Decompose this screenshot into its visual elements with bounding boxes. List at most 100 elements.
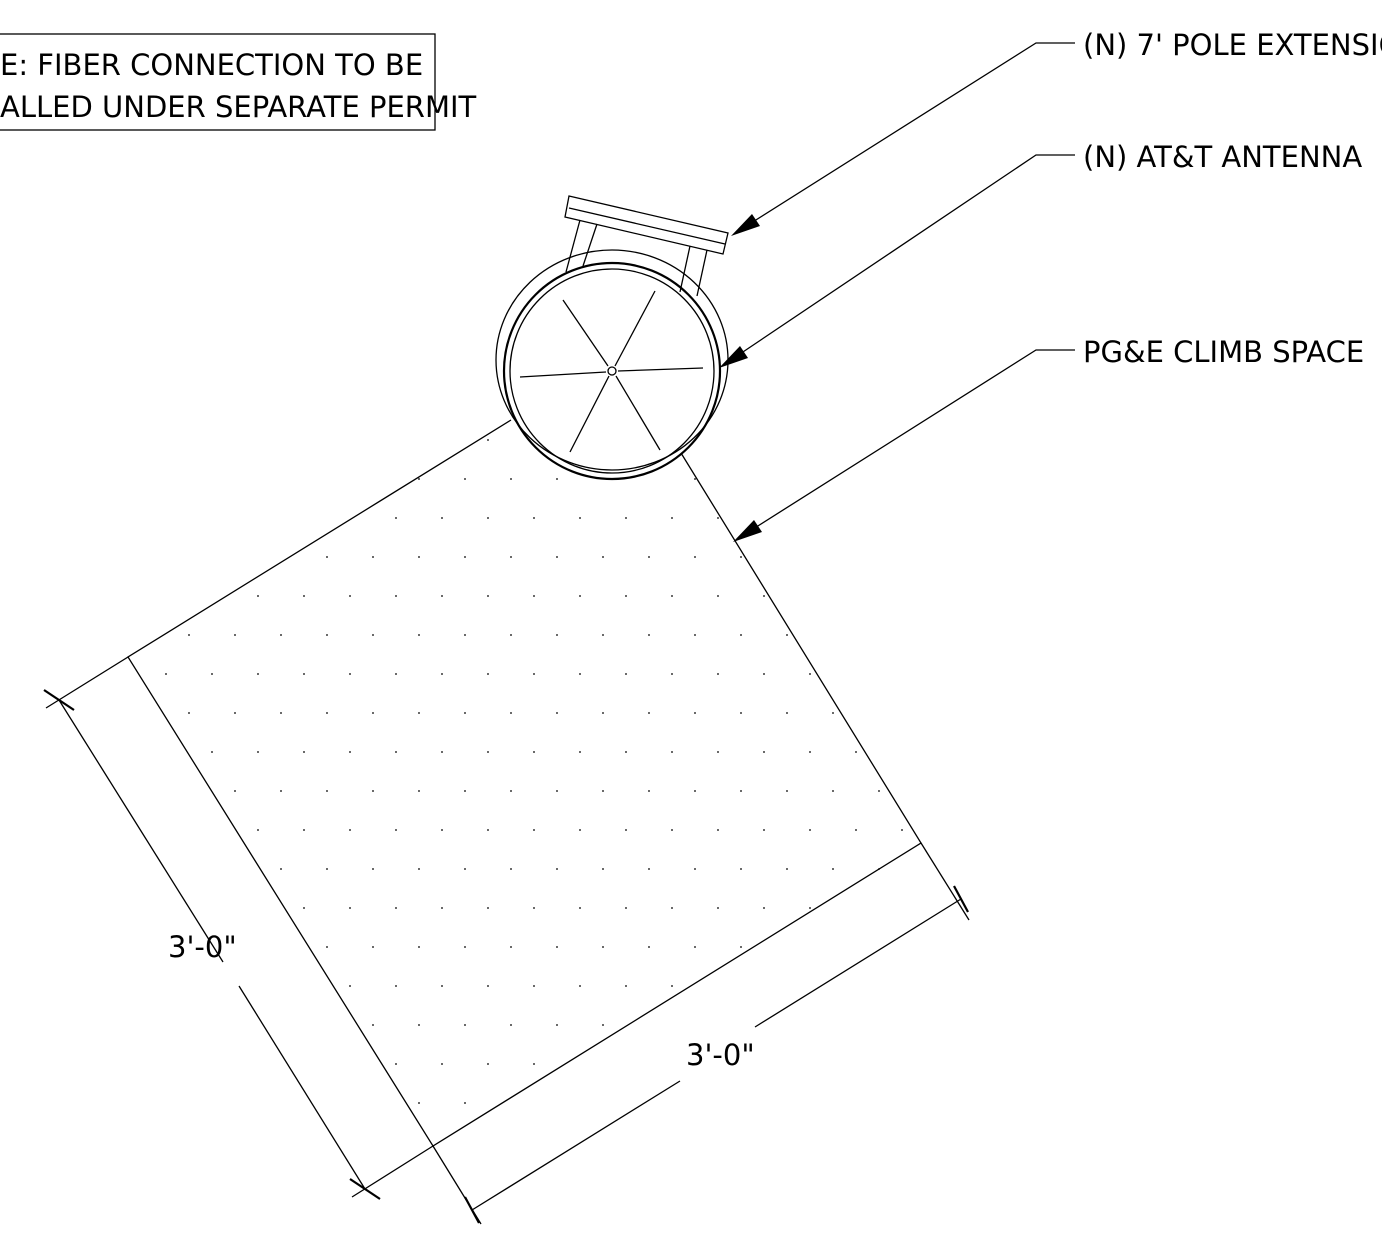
stipple-dot [303,829,305,831]
stipple-dot [694,790,696,792]
stipple-dot [395,751,397,753]
stipple-dot [832,790,834,792]
pole-extension [564,195,729,297]
stipple-dot [533,517,535,519]
stipple-dot [303,673,305,675]
stipple-dot [717,907,719,909]
stipple-dot [326,868,328,870]
dimension-bottom: 3'-0" [432,842,970,1225]
note-line-1: E: FIBER CONNECTION TO BE [0,48,423,82]
stipple-dot [395,907,397,909]
stipple-dot [694,634,696,636]
stipple-dot [786,868,788,870]
stipple-dot [556,556,558,558]
stipple-dot [671,595,673,597]
stipple-dot [556,478,558,480]
antenna-hub [607,366,617,376]
stipple-dot [487,439,489,441]
stipple-dot [487,595,489,597]
stipple-dot [349,595,351,597]
stipple-dot [809,751,811,753]
stipple-dot [625,595,627,597]
antenna-back-ring [495,249,729,471]
dimension-label-bottom: 3'-0" [686,1038,755,1072]
extension-line [920,842,970,921]
callout-antenna: (N) AT&T ANTENNA [1083,140,1362,174]
stipple-dot [786,712,788,714]
note-box [0,33,436,131]
stipple-dot [763,829,765,831]
stipple-dot [487,517,489,519]
stipple-dot [372,946,374,948]
antenna-spoke [519,371,607,378]
stipple-dot [740,868,742,870]
callout-climb-space: PG&E CLIMB SPACE [1083,335,1364,369]
stipple-dot [671,673,673,675]
dimension-label-left: 3'-0" [168,930,237,964]
stipple-dot [579,829,581,831]
stipple-dot [349,907,351,909]
stipple-dot [602,634,604,636]
stipple-dot [510,556,512,558]
stipple-dot [671,985,673,987]
stipple-dot [441,1063,443,1065]
stipple-dot [855,751,857,753]
stipple-dot [464,478,466,480]
stipple-dot [441,673,443,675]
stipple-dot [763,907,765,909]
stipple-dot [878,868,880,870]
stipple-dot [487,907,489,909]
callout-pole-extension: (N) 7' POLE EXTENSION [1083,28,1382,62]
stipple-dot [602,790,604,792]
stipple-dot [694,946,696,948]
climb-space-area [127,419,922,1147]
stipple-dot [326,790,328,792]
stipple-dot [602,556,604,558]
stipple-dot [372,1024,374,1026]
stipple-dot [441,517,443,519]
stipple-dot [188,634,190,636]
arrowhead [731,214,760,236]
arrowhead [733,520,762,542]
stipple-dot [832,712,834,714]
stipple-dot [671,751,673,753]
stipple-dot [395,985,397,987]
stipple-dot [372,868,374,870]
stipple-dot [349,985,351,987]
stipple-dot [809,829,811,831]
stipple-dot [349,829,351,831]
stipple-dot [717,595,719,597]
stipple-dot [510,712,512,714]
stipple-dot [464,634,466,636]
stipple-dot [326,556,328,558]
stipple-dot [855,829,857,831]
leader-climb-space [733,349,1075,542]
stipple-dot [625,673,627,675]
stipple-dot [579,517,581,519]
stipple-dot [786,634,788,636]
stipple-dot [487,751,489,753]
tick-mark [349,1178,381,1200]
stipple-dot [717,673,719,675]
stipple-dot [694,712,696,714]
stipple-dot [533,751,535,753]
stipple-dot [372,556,374,558]
stipple-dot [349,751,351,753]
stipple-dot [533,985,535,987]
pole-extension-plate [564,195,729,255]
stipple-dot [441,751,443,753]
stipple-dot [372,712,374,714]
stipple-dot [579,673,581,675]
leader-antenna [719,154,1075,368]
stipple-dot [671,829,673,831]
stipple-dot [464,1024,466,1026]
stipple-dot [694,556,696,558]
stipple-dot [579,985,581,987]
stipple-dot [717,517,719,519]
stipple-dot [326,634,328,636]
stipple-dot [556,946,558,948]
stipple-dot [349,673,351,675]
note-line-2: ALLED UNDER SEPARATE PERMIT [0,90,477,124]
